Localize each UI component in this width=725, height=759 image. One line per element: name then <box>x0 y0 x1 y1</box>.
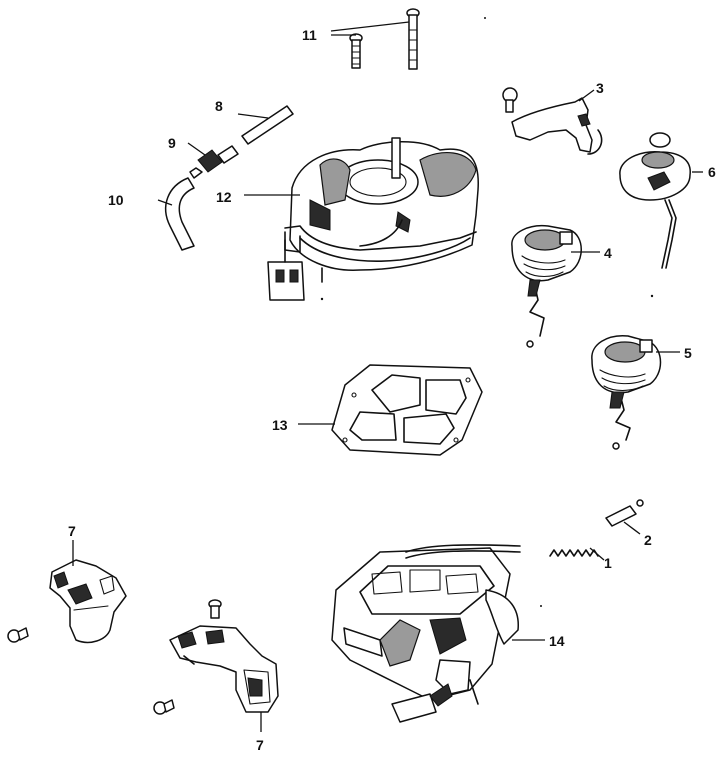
callout-6: 6 <box>708 164 716 180</box>
part-11-short-screw <box>349 33 363 69</box>
part-11-screws <box>330 8 420 70</box>
scan-speck <box>484 17 486 19</box>
callout-4: 4 <box>604 245 612 261</box>
scan-speck <box>540 605 542 607</box>
part-7-left-bracket <box>7 540 127 644</box>
part-11-long-screw <box>406 8 420 70</box>
callout-2: 2 <box>644 532 652 548</box>
callout-9: 9 <box>168 135 176 151</box>
callout-11: 11 <box>302 27 317 43</box>
part-6-diaphragm <box>619 132 703 269</box>
part-14-carburetor-base <box>331 544 545 723</box>
callout-1: 1 <box>604 555 612 571</box>
callout-13: 13 <box>272 417 288 433</box>
callout-8: 8 <box>215 98 223 114</box>
callout-10: 10 <box>108 192 124 208</box>
part-10-curved-hose <box>157 177 195 251</box>
leader-11b <box>330 21 410 32</box>
part-7-center-top-screw <box>208 599 222 619</box>
callout-7-left: 7 <box>68 523 76 539</box>
part-8-hose <box>237 105 294 145</box>
callout-12: 12 <box>216 189 232 205</box>
callout-3: 3 <box>596 80 604 96</box>
part-7-left-screw <box>7 627 29 643</box>
part-2-pin <box>605 499 644 535</box>
callout-5: 5 <box>684 345 692 361</box>
part-7-center-bracket <box>153 599 279 732</box>
part-1-spring <box>549 547 605 561</box>
part-4-vacuum-break <box>511 224 600 348</box>
part-3-bracket <box>502 87 603 155</box>
scan-speck <box>650 294 654 298</box>
part-9-fitting <box>187 142 239 179</box>
scan-speck <box>320 297 324 301</box>
part-7-center-bottom-screw <box>153 699 175 715</box>
part-12-carburetor-top <box>244 137 479 301</box>
callout-14: 14 <box>549 633 565 649</box>
callout-7-center: 7 <box>256 737 264 753</box>
part-13-gasket <box>298 364 483 456</box>
part-5-vacuum-break <box>591 335 680 450</box>
